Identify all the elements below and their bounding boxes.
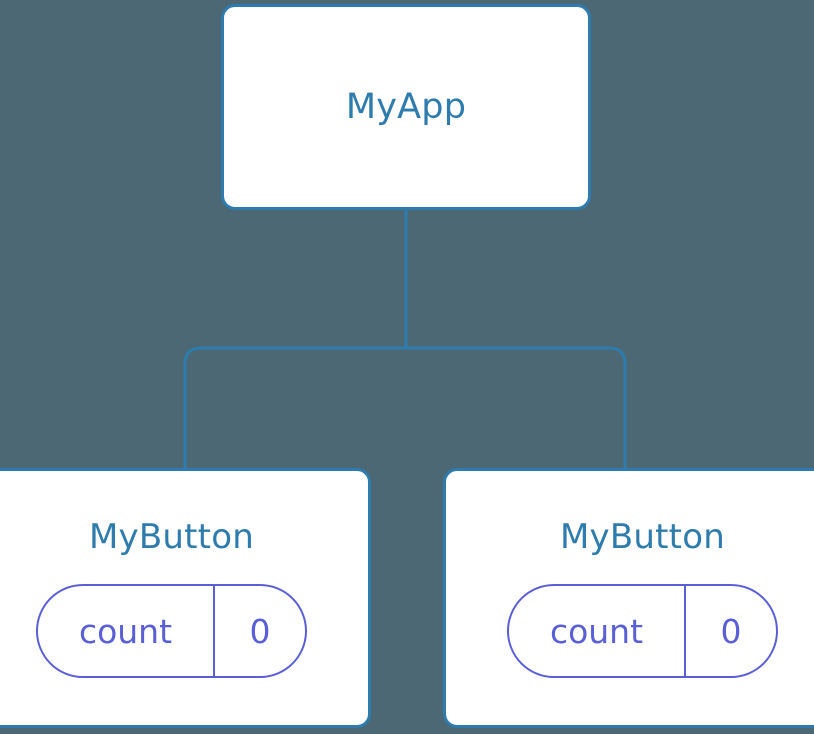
state-pill[interactable]: count 0 (507, 584, 778, 678)
state-pill[interactable]: count 0 (36, 584, 307, 678)
state-value: 0 (249, 611, 271, 651)
node-mybutton-1[interactable]: MyButton count 0 (443, 468, 814, 728)
node-mybutton-0[interactable]: MyButton count 0 (0, 468, 371, 728)
state-key: count (509, 586, 686, 676)
connector-branch-left (183, 346, 406, 470)
node-title: MyApp (345, 86, 467, 127)
node-title: MyButton (89, 517, 254, 557)
state-key: count (38, 586, 215, 676)
node-title: MyButton (560, 517, 725, 557)
state-value: 0 (720, 611, 742, 651)
connector-branch-right (406, 346, 627, 470)
node-myapp[interactable]: MyApp (221, 4, 591, 210)
